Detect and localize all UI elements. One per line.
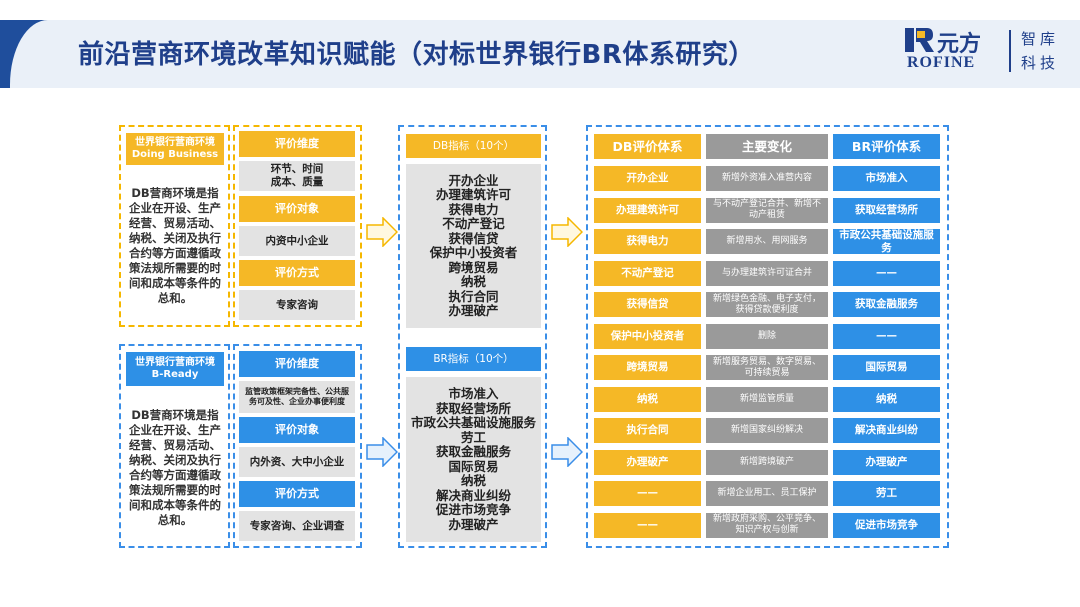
list-item: 办理破产 bbox=[448, 516, 499, 532]
comparison-br-cell: 获取金融服务 bbox=[833, 292, 940, 317]
db-indicators-title: DB指标（10个） bbox=[406, 134, 541, 158]
db-panel-description: DB营商环境是指企业在开设、生产经营、贸易活动、纳税、关闭及执行合约等方面遵循政… bbox=[129, 186, 221, 305]
br-indicators-list: 市场准入 获取经营场所 市政公共基础设施服务 劳工 获取金融服务 国际贸易 纳税… bbox=[406, 377, 541, 542]
logo-tagline-bottom: 科技 bbox=[1021, 54, 1060, 72]
br-indicators-title: BR指标（10个） bbox=[406, 347, 541, 371]
db-intro-frame bbox=[119, 125, 230, 327]
list-item: 开办企业 bbox=[448, 172, 499, 188]
comparison-db-cell: 办理建筑许可 bbox=[594, 197, 701, 223]
comparison-br-cell: —— bbox=[833, 260, 940, 286]
db-criteria-value-dimension: 环节、时间 成本、质量 bbox=[239, 161, 355, 191]
page-title: 前沿营商环境改革知识赋能（对标世界银行BR体系研究） bbox=[78, 40, 755, 70]
db-criteria-value-method: 专家咨询 bbox=[239, 290, 355, 320]
comparison-change-cell: 新增用水、用网服务 bbox=[706, 229, 828, 254]
comparison-header: BR评价体系 bbox=[833, 134, 940, 159]
logo-english-name: ROFINE bbox=[907, 54, 976, 71]
list-item: 劳工 bbox=[460, 429, 486, 445]
comparison-br-cell: 市场准入 bbox=[833, 166, 940, 191]
br-criteria-label-dimension: 评价维度 bbox=[239, 351, 355, 377]
arrow-right-icon bbox=[366, 217, 398, 247]
br-criteria-frame bbox=[233, 344, 362, 548]
header-band bbox=[0, 20, 1080, 88]
comparison-header: 主要变化 bbox=[706, 134, 828, 159]
comparison-db-cell: 跨境贸易 bbox=[594, 355, 701, 380]
db-criteria-label-subject: 评价对象 bbox=[239, 196, 355, 222]
comparison-db-cell: —— bbox=[594, 481, 701, 506]
list-item: 办理建筑许可 bbox=[435, 187, 511, 202]
br-intro-frame bbox=[119, 344, 230, 548]
list-item: 纳税 bbox=[460, 274, 486, 289]
list-item: 解决商业纠纷 bbox=[435, 487, 511, 503]
comparison-change-cell: 删除 bbox=[706, 323, 828, 349]
comparison-db-cell: 获得信贷 bbox=[594, 292, 701, 317]
comparison-change-cell: 新增外资准入准营内容 bbox=[706, 166, 828, 191]
arrow-right-icon bbox=[551, 217, 583, 247]
company-logo: 元方 ROFINE 智库 科技 bbox=[905, 26, 1065, 76]
comparison-br-cell: —— bbox=[833, 323, 940, 349]
comparison-change-cell: 新增跨境破产 bbox=[706, 449, 828, 475]
list-item: 获取经营场所 bbox=[435, 400, 511, 416]
br-criteria-label-subject: 评价对象 bbox=[239, 417, 355, 443]
comparison-br-cell: 解决商业纠纷 bbox=[833, 418, 940, 443]
comparison-db-cell: 保护中小投资者 bbox=[594, 323, 701, 349]
list-item: 获得信贷 bbox=[448, 230, 499, 246]
comparison-br-cell: 办理破产 bbox=[833, 449, 940, 475]
list-item: 办理破产 bbox=[448, 303, 499, 318]
logo-divider bbox=[1009, 30, 1011, 72]
db-criteria-frame bbox=[233, 125, 362, 327]
comparison-change-cell: 新增服务贸易、数字贸易、可持续贸易 bbox=[706, 355, 828, 380]
list-item: 不动产登记 bbox=[442, 216, 505, 231]
comparison-change-cell: 与不动产登记合并、新增不动产租赁 bbox=[706, 197, 828, 223]
comparison-change-cell: 新增国家纠纷解决 bbox=[706, 418, 828, 443]
br-panel-description: DB营商环境是指企业在开设、生产经营、贸易活动、纳税、关闭及执行合约等方面遵循政… bbox=[129, 408, 221, 527]
indicators-frame bbox=[398, 125, 547, 548]
comparison-db-cell: 开办企业 bbox=[594, 166, 701, 191]
list-item: 纳税 bbox=[460, 473, 486, 488]
comparison-change-cell: 新增监管质量 bbox=[706, 386, 828, 412]
comparison-db-cell: 执行合同 bbox=[594, 418, 701, 443]
db-criteria-label-dimension: 评价维度 bbox=[239, 131, 355, 157]
br-criteria-value-method: 专家咨询、企业调查 bbox=[239, 511, 355, 541]
arrow-right-icon bbox=[551, 437, 583, 467]
arrow-right-icon bbox=[366, 437, 398, 467]
list-item: 促进市场竞争 bbox=[435, 502, 511, 517]
list-item: 国际贸易 bbox=[448, 458, 499, 474]
comparison-frame bbox=[586, 125, 949, 548]
br-criteria-value-dimension: 监管政策框架完备性、公共服务可及性、企业办事便利度 bbox=[239, 381, 355, 413]
comparison-db-cell: 办理破产 bbox=[594, 449, 701, 475]
comparison-br-cell: 市政公共基础设施服务 bbox=[833, 229, 940, 254]
list-item: 市政公共基础设施服务 bbox=[410, 415, 536, 430]
db-criteria-value-subject: 内资中小企业 bbox=[239, 226, 355, 256]
list-item: 执行合同 bbox=[448, 288, 499, 304]
db-panel-title: 世界银行营商环境 Doing Business bbox=[126, 133, 224, 165]
list-item: 获取金融服务 bbox=[435, 444, 511, 459]
rofine-logo-icon bbox=[905, 28, 934, 52]
comparison-br-cell: 纳税 bbox=[833, 386, 940, 412]
db-criteria-label-method: 评价方式 bbox=[239, 260, 355, 286]
comparison-db-cell: 获得电力 bbox=[594, 229, 701, 254]
logo-tagline-top: 智库 bbox=[1021, 30, 1060, 48]
comparison-change-cell: 新增绿色金融、电子支付，获得贷款便利度 bbox=[706, 292, 828, 317]
comparison-br-cell: 促进市场竞争 bbox=[833, 512, 940, 538]
comparison-br-cell: 获取经营场所 bbox=[833, 197, 940, 223]
comparison-change-cell: 新增政府采购、公平竞争、知识产权与创新 bbox=[706, 512, 828, 538]
comparison-br-cell: 国际贸易 bbox=[833, 355, 940, 380]
comparison-db-cell: —— bbox=[594, 512, 701, 538]
comparison-change-cell: 新增企业用工、员工保护 bbox=[706, 481, 828, 506]
comparison-db-cell: 纳税 bbox=[594, 386, 701, 412]
comparison-change-cell: 与办理建筑许可证合并 bbox=[706, 260, 828, 286]
br-criteria-label-method: 评价方式 bbox=[239, 481, 355, 507]
br-panel-title: 世界银行营商环境 B-Ready bbox=[126, 352, 224, 386]
list-item: 跨境贸易 bbox=[448, 259, 499, 275]
logo-chinese-name: 元方 bbox=[937, 31, 982, 57]
comparison-br-cell: 劳工 bbox=[833, 481, 940, 506]
db-indicators-list: 开办企业 办理建筑许可 获得电力 不动产登记 获得信贷 保护中小投资者 跨境贸易… bbox=[406, 164, 541, 328]
comparison-db-cell: 不动产登记 bbox=[594, 260, 701, 286]
comparison-header: DB评价体系 bbox=[594, 134, 701, 159]
list-item: 保护中小投资者 bbox=[429, 245, 518, 260]
list-item: 市场准入 bbox=[448, 386, 499, 401]
list-item: 获得电力 bbox=[448, 201, 499, 217]
br-criteria-value-subject: 内外资、大中小企业 bbox=[239, 447, 355, 477]
